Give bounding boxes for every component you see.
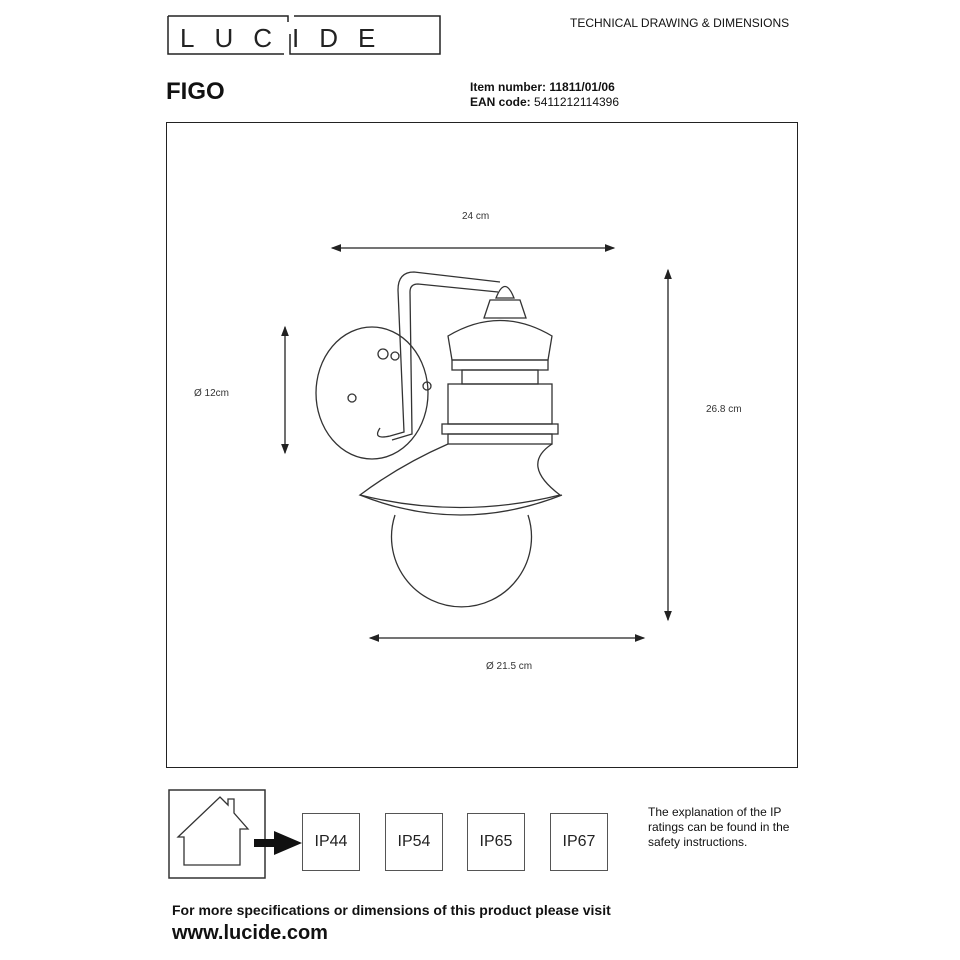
item-number-label: Item number: <box>470 80 547 94</box>
shade-diameter-label: Ø 21.5 cm <box>486 661 533 672</box>
ean-code: 5411212114396 <box>534 95 620 109</box>
product-info: Item number: 11811/01/06 EAN code: 54112… <box>470 80 619 110</box>
product-name: FIGO <box>166 78 225 105</box>
ip-rating-badge: IP65 <box>467 813 525 871</box>
plate-diameter-label: Ø 12cm <box>194 388 230 399</box>
ip-rating-badge: IP44 <box>302 813 360 871</box>
svg-text:LUCIDE: LUCIDE <box>180 23 395 53</box>
lamp-outline <box>315 271 563 608</box>
ip-rating-badge: IP54 <box>385 813 443 871</box>
house-icon <box>168 789 302 879</box>
ean-label: EAN code: <box>470 95 531 109</box>
height-label: 26.8 cm <box>706 404 742 415</box>
section-title: TECHNICAL DRAWING & DIMENSIONS <box>570 16 790 30</box>
footer-text: For more specifications or dimensions of… <box>172 902 611 918</box>
width-label: 24 cm <box>462 211 490 222</box>
website-link[interactable]: www.lucide.com <box>172 922 328 944</box>
drawing-frame <box>166 122 798 768</box>
lucide-logo: LUCIDE <box>167 15 441 55</box>
ip-rating-badge: IP67 <box>550 813 608 871</box>
ip-note: The explanation of the IP ratings can be… <box>648 805 790 849</box>
item-number: 11811/01/06 <box>549 80 615 94</box>
dimension-arrows <box>281 244 672 642</box>
